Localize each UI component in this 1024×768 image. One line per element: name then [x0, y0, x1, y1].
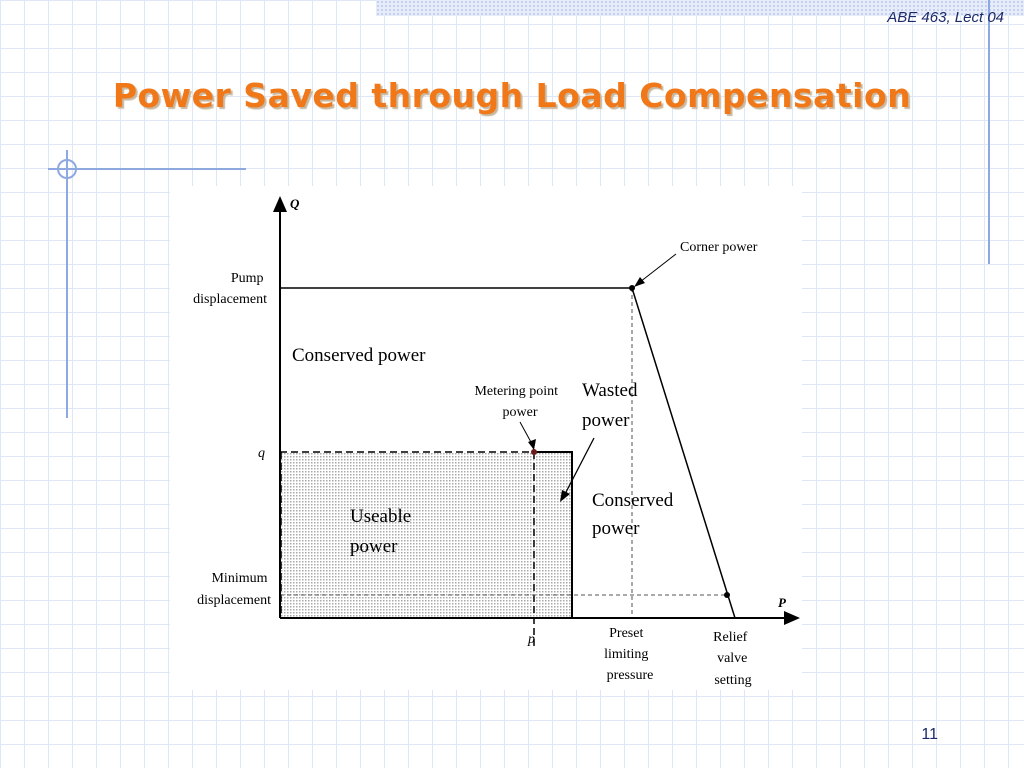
metering-point-arrowhead [528, 439, 536, 450]
corner-power-arrowhead [634, 277, 645, 287]
min-displacement-label: Minimum displacement [197, 571, 271, 608]
metering-point-label: Metering point power [474, 384, 561, 420]
relief-min-point [724, 592, 730, 598]
corner-power-label: Corner power [680, 240, 758, 255]
metering-point-pointer [519, 421, 533, 445]
wasted-power-pointer [563, 437, 595, 497]
left-vertical-rule [66, 150, 68, 418]
wasted-power-arrowhead [560, 490, 570, 502]
course-label: ABE 463, Lect 04 [887, 9, 1004, 26]
corner-power-pointer [639, 253, 677, 283]
x-axis-label: P [778, 595, 787, 610]
y-axis-label: Q [290, 196, 300, 211]
wasted-power-region [534, 452, 572, 618]
useable-power-region [280, 452, 534, 618]
useable-power-label: Useable power [350, 506, 416, 557]
pump-displacement-label: Pump displacement [193, 271, 267, 307]
left-horizontal-rule [48, 168, 246, 170]
y-axis-arrow [273, 196, 287, 212]
conserved-power-upper-label: Conserved power [292, 345, 426, 366]
metering-point-dot [531, 449, 537, 455]
slide-title: Power Saved through Load Compensation [112, 76, 912, 115]
q-mark: q [258, 446, 265, 461]
power-diagram: Q P Pump displacement q Minimum displace… [193, 196, 800, 688]
crosshair-ornament [57, 159, 77, 179]
p-mark: p [527, 632, 535, 647]
conserved-power-right-label: Conserved power [592, 490, 678, 539]
page-number: 11 [921, 726, 938, 743]
x-axis-arrow [784, 611, 800, 625]
load-sensing-outline [534, 451, 573, 618]
wasted-power-label: Wasted power [582, 380, 642, 431]
header-right-rule [988, 0, 990, 264]
header-band [376, 0, 1024, 16]
corner-power-point [629, 285, 635, 291]
figure-panel: Q P Pump displacement q Minimum displace… [170, 186, 802, 690]
preset-pressure-label: Preset limiting pressure [604, 626, 653, 683]
relief-valve-label: Relief valve setting [713, 630, 752, 688]
